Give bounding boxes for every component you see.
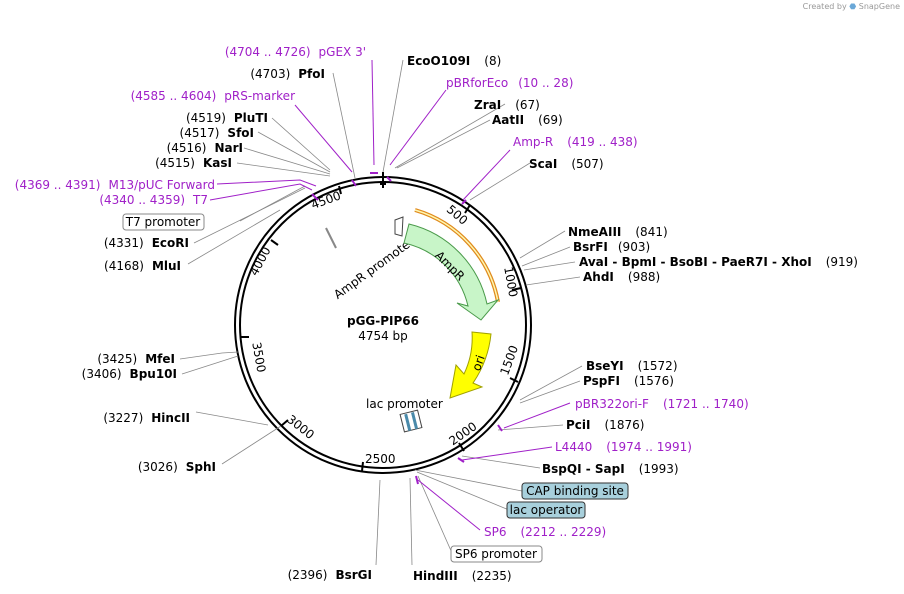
site-mfei: (3425)MfeI: [97, 352, 175, 366]
ampr-promoter-feature: AmpR promoter: [331, 216, 417, 302]
site-hincii: (3227)HincII: [103, 411, 190, 425]
tick-2500-mark: [361, 461, 364, 472]
site-xhoi-group: AvaI - BpmI - BsoBI - PaeR7I - XhoI(919): [579, 255, 858, 269]
sp6-promoter-box: SP6 promoter: [450, 545, 543, 563]
tick-2000-mark: [458, 442, 465, 452]
primer-t7: (4340 .. 4359)T7: [99, 193, 208, 207]
site-scai: ScaI(507): [529, 157, 604, 171]
primer-leader-lines: [209, 59, 571, 531]
primer-pbrforeco: pBRforEco(10 .. 28): [446, 76, 573, 90]
snapgene-logo-icon: ⬣: [849, 2, 857, 11]
tick-1000: 1000: [501, 266, 520, 299]
site-mlui: (4168)MluI: [104, 259, 181, 273]
ori-label: ori: [469, 353, 487, 372]
site-nari: (4516)NarI: [167, 141, 243, 155]
ori-feature: [449, 331, 492, 399]
site-ahdi: AhdI(988): [583, 270, 660, 284]
tick-3000-mark: [280, 419, 289, 427]
t7-promoter-box-label: T7 promoter: [125, 215, 201, 229]
site-ecoo109i: EcoO109I(8): [407, 54, 501, 68]
lac-promoter-feature: lac promoter: [366, 397, 443, 433]
tick-1500-mark: [509, 377, 519, 383]
primer-m13-puc-forward: (4369 .. 4391)M13/pUC Forward: [15, 178, 215, 192]
tick-3500: 3500: [249, 341, 268, 374]
tick-2500: 2500: [365, 452, 396, 466]
ampr-feature: [403, 223, 500, 321]
site-bsrgi: (2396)BsrGI: [288, 568, 372, 582]
lac-promoter-label: lac promoter: [366, 397, 443, 411]
primer-sp6: SP6(2212 .. 2229): [484, 525, 606, 539]
primer-amp-r: Amp-R(419 .. 438): [513, 135, 638, 149]
tick-4000: 4000: [247, 245, 274, 279]
site-bsrfi: BsrFI(903): [573, 240, 650, 254]
site-bpu10i: (3406)Bpu10I: [82, 367, 177, 381]
primer-pbr322ori-f: pBR322ori-F(1721 .. 1740): [575, 397, 749, 411]
sp6-promoter-label: SP6 promoter: [455, 547, 537, 561]
site-nmeaiii: NmeAIII(841): [568, 225, 668, 239]
site-sfoi: (4517)SfoI: [180, 126, 254, 140]
cap-binding-site-box: CAP binding site: [521, 482, 629, 500]
cap-binding-site-label: CAP binding site: [526, 484, 624, 498]
tick-3000: 3000: [284, 412, 317, 442]
site-pspfi: PspFI(1576): [583, 374, 674, 388]
site-hindiii: HindIII(2235): [413, 569, 512, 583]
tick-1000-mark: [511, 287, 522, 291]
origin-marker: [380, 181, 386, 185]
ampr-promoter-label: AmpR promoter: [331, 234, 416, 301]
credit-prefix: Created by: [802, 2, 847, 11]
tick-500-mark: [464, 204, 471, 214]
site-pluti: (4519)PluTI: [186, 111, 268, 125]
site-sapi-group: BspQI - SapI(1993): [542, 462, 679, 476]
snapgene-credit: Created by ⬣ SnapGene: [803, 2, 900, 11]
site-pfoi: (4703)PfoI: [250, 67, 325, 81]
tick-marks: [240, 172, 522, 472]
primer-markers: [311, 172, 503, 485]
site-sphi: (3026)SphI: [138, 460, 216, 474]
site-ecori: (4331)EcoRI: [104, 236, 189, 250]
tick-4500-mark: [338, 185, 342, 195]
site-bseyi: BseYI(1572): [586, 359, 678, 373]
site-leader-lines: [179, 59, 583, 566]
primer-prs-marker: (4585 .. 4604)pRS-marker: [131, 89, 295, 103]
site-zrai: ZraI(67): [474, 98, 540, 112]
primer-l4440: L4440(1974 .. 1991): [555, 440, 692, 454]
primer-pgex-3: (4704 .. 4726)pGEX 3': [225, 45, 366, 59]
site-aatii: AatII(69): [492, 113, 563, 127]
plasmid-size: 4754 bp: [358, 329, 408, 343]
plasmid-name: pGG-PIP66: [347, 314, 419, 328]
lac-operator-box: lac operator: [506, 501, 586, 519]
tick-4000-mark: [270, 239, 279, 246]
lac-operator-label: lac operator: [510, 503, 583, 517]
site-kasi: (4515)KasI: [155, 156, 232, 170]
tick-4500: 4500: [309, 188, 342, 212]
t7-promoter-feature: [325, 227, 337, 249]
orange-feature-band-core: [414, 209, 499, 303]
credit-brand: SnapGene: [858, 2, 900, 11]
t7-promoter-box: T7 promoter: [122, 213, 205, 231]
site-pcii: PciI(1876): [566, 418, 644, 432]
